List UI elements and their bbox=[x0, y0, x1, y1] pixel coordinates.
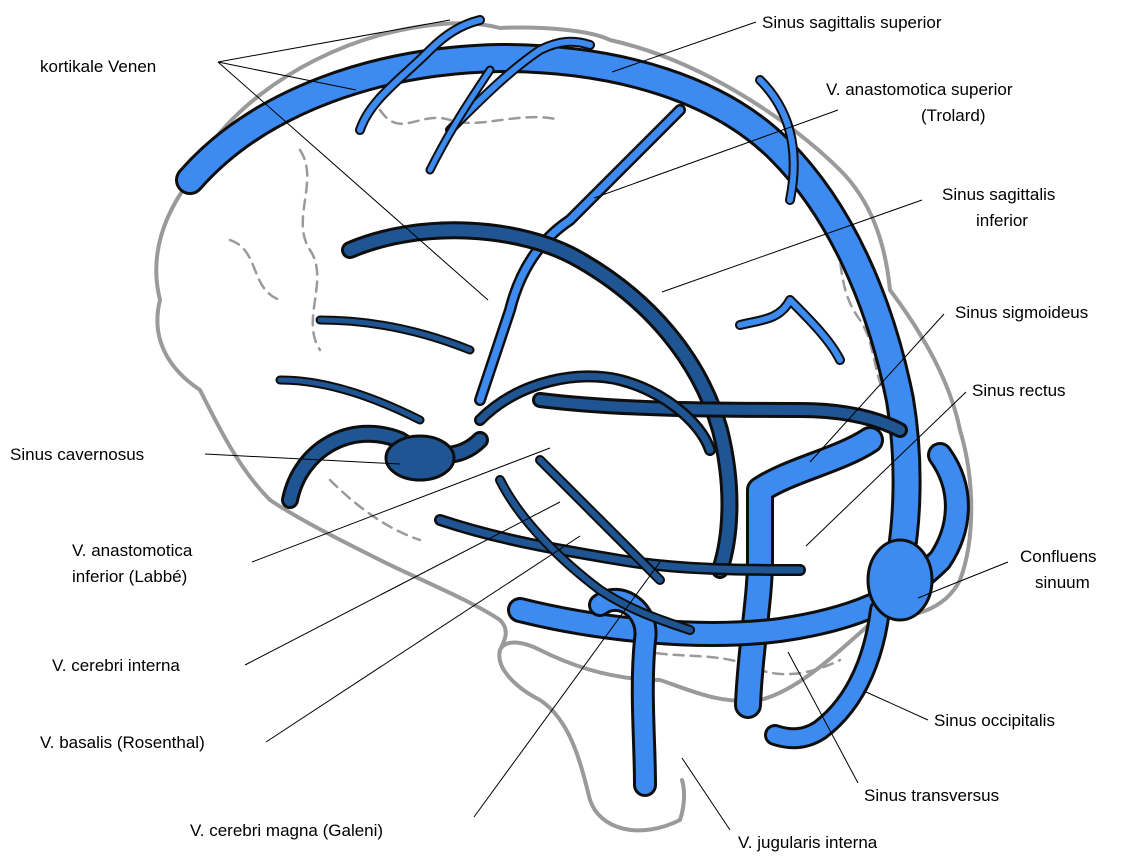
label-sinus-sagittalis-superior: Sinus sagittalis superior bbox=[762, 13, 942, 32]
sinus-cavernosus-body bbox=[386, 436, 454, 480]
label-sinus-sagittalis-inferior-line2: inferior bbox=[976, 211, 1028, 230]
label-v-basalis: V. basalis (Rosenthal) bbox=[40, 733, 205, 752]
label-v-cerebri-interna: V. cerebri interna bbox=[52, 656, 180, 675]
label-v-anastomotica-inferior-line1: V. anastomotica bbox=[72, 541, 193, 560]
label-kortikale-venen: kortikale Venen bbox=[40, 57, 156, 76]
leader-kortikale-3 bbox=[218, 62, 488, 300]
leader-v-basalis bbox=[266, 536, 580, 742]
label-v-anastomotica-superior-line2: (Trolard) bbox=[921, 106, 986, 125]
sulcus-3 bbox=[230, 240, 280, 300]
label-v-anastomotica-superior-line1: V. anastomotica superior bbox=[826, 80, 1013, 99]
deep-vein-front bbox=[320, 320, 470, 350]
sinus-sigmoideus-branch bbox=[740, 300, 840, 360]
cerebrum-front-contour bbox=[156, 180, 506, 650]
labels: kortikale Venen Sinus sagittalis superio… bbox=[10, 13, 1097, 852]
cortical-vein-3-fill bbox=[430, 70, 490, 170]
label-sinus-transversus: Sinus transversus bbox=[864, 786, 999, 805]
label-confluens-line2: sinuum bbox=[1035, 573, 1090, 592]
label-sinus-rectus: Sinus rectus bbox=[972, 381, 1066, 400]
label-v-anastomotica-inferior-line2: inferior (Labbé) bbox=[72, 567, 187, 586]
deep-venous-system bbox=[280, 230, 900, 630]
label-v-cerebri-magna: V. cerebri magna (Galeni) bbox=[190, 821, 383, 840]
label-sinus-sagittalis-inferior-line1: Sinus sagittalis bbox=[942, 185, 1055, 204]
leader-sinus-occipitalis bbox=[866, 692, 928, 720]
label-sinus-occipitalis: Sinus occipitalis bbox=[934, 711, 1055, 730]
deep-vein-lower bbox=[280, 380, 420, 420]
label-v-jugularis-interna: V. jugularis interna bbox=[738, 833, 878, 852]
label-sinus-sigmoideus: Sinus sigmoideus bbox=[955, 303, 1088, 322]
label-sinus-cavernosus: Sinus cavernosus bbox=[10, 445, 144, 464]
label-confluens-line1: Confluens bbox=[1020, 547, 1097, 566]
sulcus-6 bbox=[330, 480, 420, 540]
confluens-sinuum bbox=[868, 540, 932, 620]
leader-v-jugularis-interna bbox=[682, 758, 730, 830]
